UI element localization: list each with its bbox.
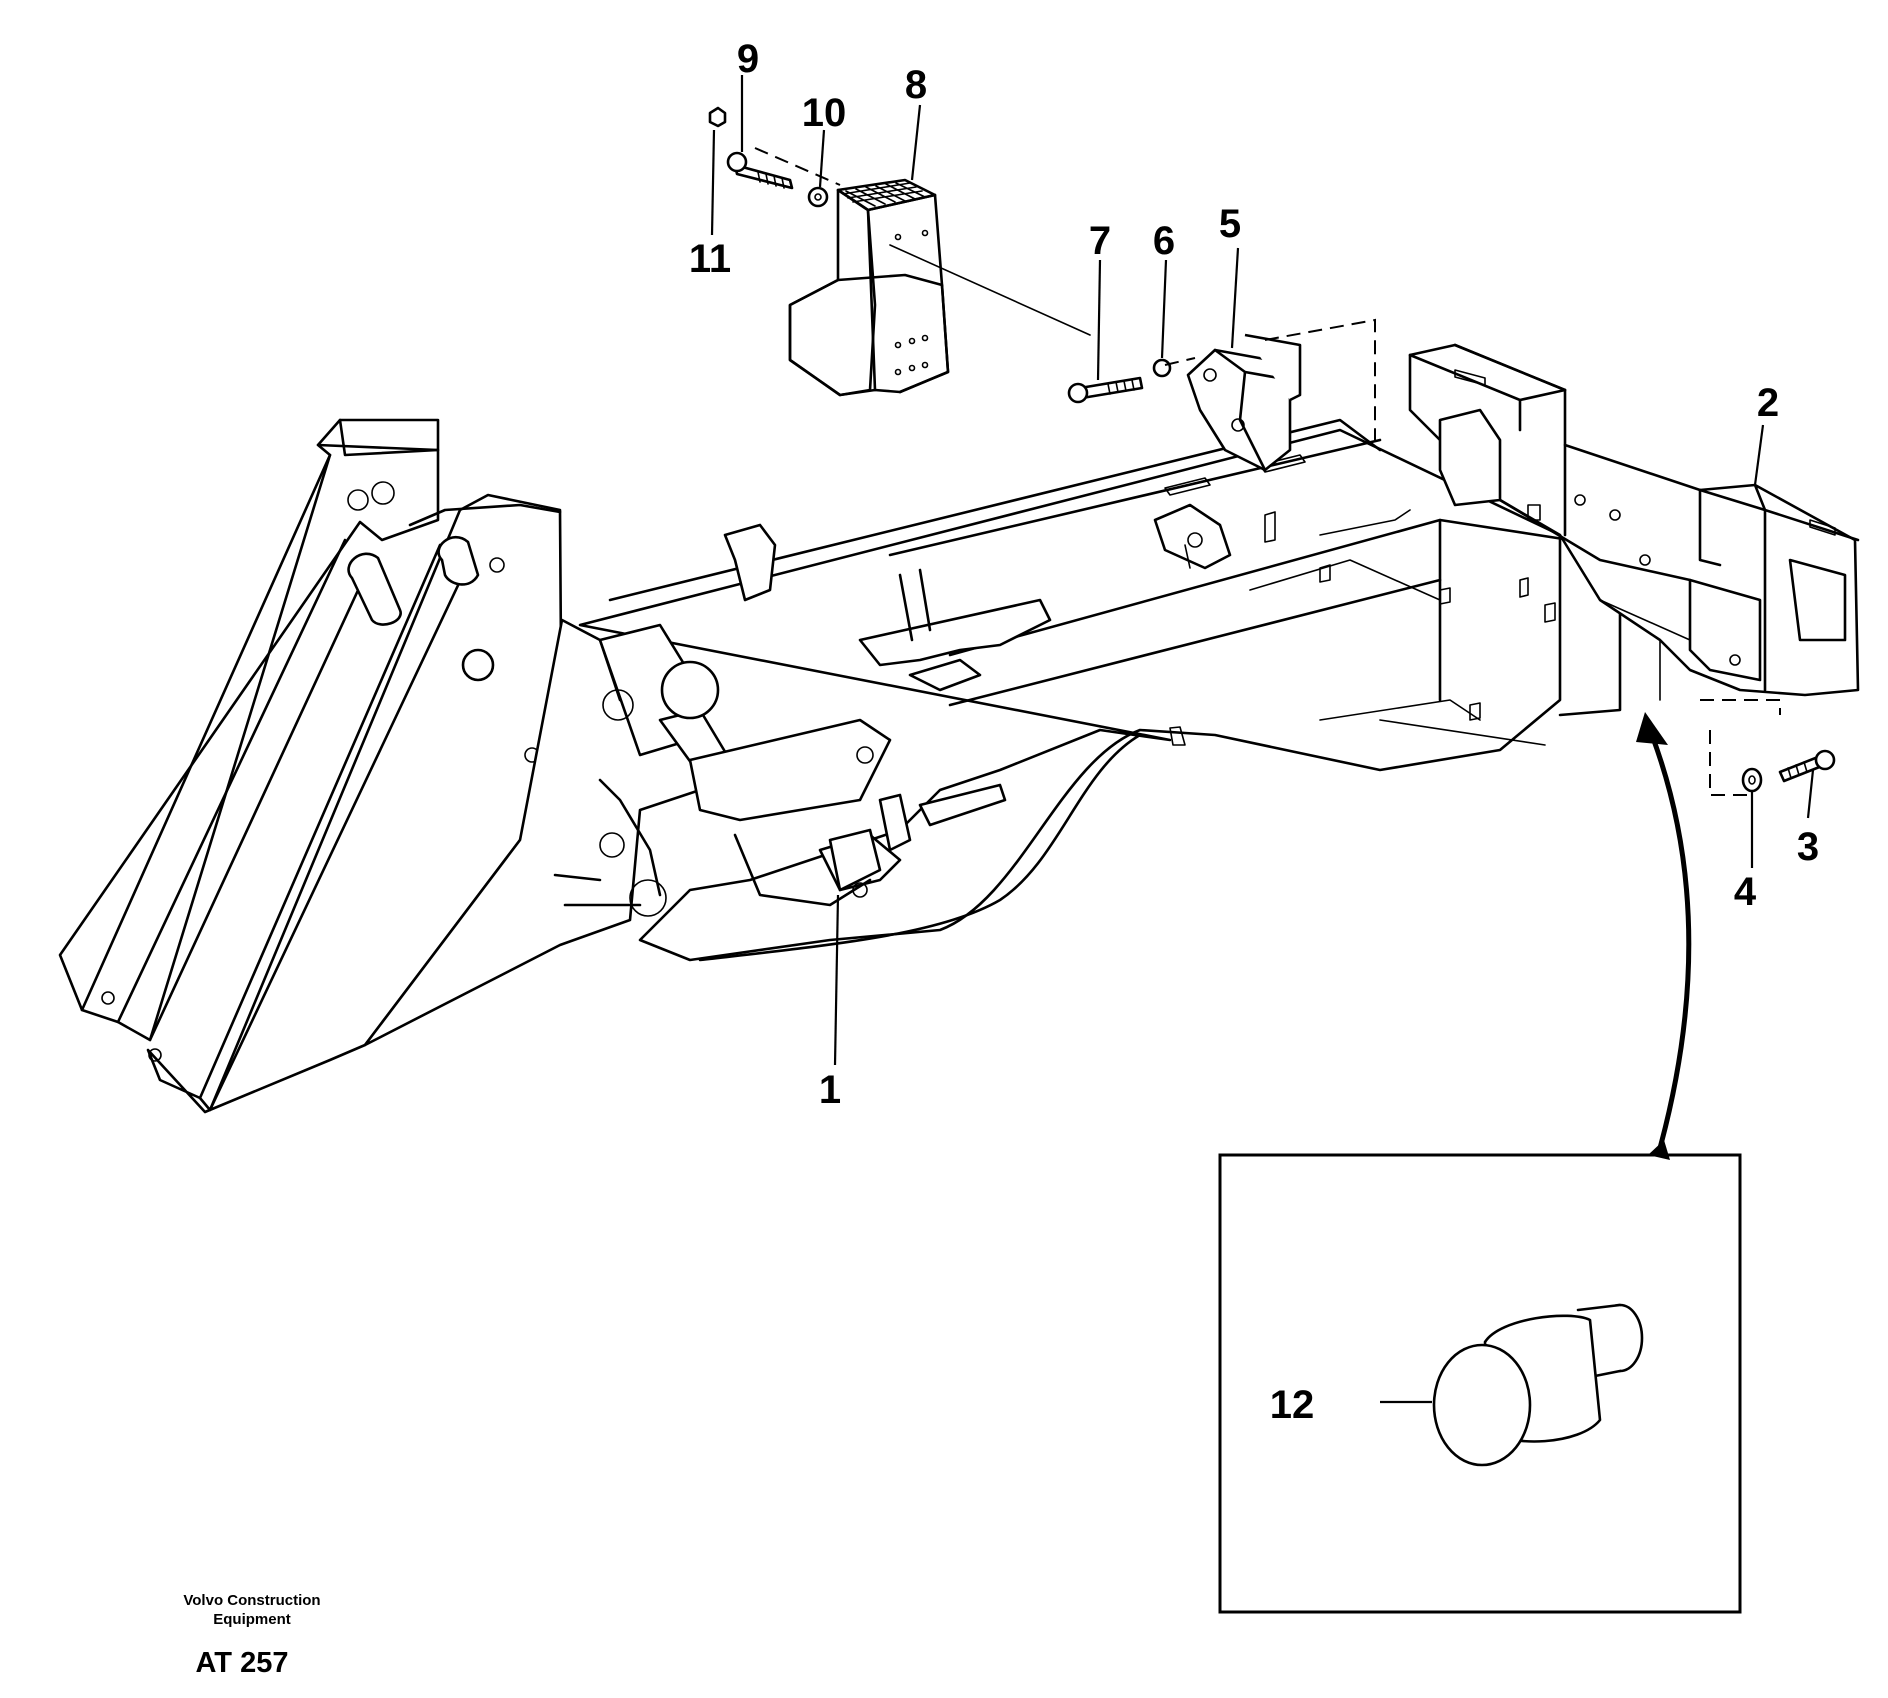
callout-11: 11 [689, 237, 731, 281]
fasteners-6-7-drawing [1067, 318, 1411, 536]
callout-8: 8 [905, 63, 927, 107]
callout-3: 3 [1797, 825, 1819, 869]
part-5-bracket-drawing [1186, 333, 1302, 472]
credit-line-2: Equipment [213, 1611, 291, 1628]
fasteners-3-4-drawing [1700, 699, 1836, 796]
callout-10: 10 [802, 91, 847, 135]
front-frame-drawing [58, 418, 1622, 1114]
footer: Volvo Construction Equipment AT 257 [183, 1592, 320, 1679]
callout-1: 1 [819, 1068, 841, 1112]
callout-9: 9 [737, 37, 759, 81]
callout-4: 4 [1734, 870, 1757, 914]
fasteners-9-10-11-drawing [708, 106, 1091, 336]
callout-2: 2 [1757, 381, 1779, 425]
leader-lines [710, 75, 1815, 1404]
callout-12: 12 [1270, 1383, 1315, 1427]
part-8-step-block-drawing [788, 178, 950, 397]
detail-inset-box [1218, 1153, 1742, 1614]
credit-line-1: Volvo Construction [183, 1592, 320, 1609]
callout-5: 5 [1219, 202, 1241, 246]
callout-labels: 1 2 3 4 5 6 7 8 9 10 11 12 [689, 37, 1819, 1427]
drawing-code: AT 257 [196, 1647, 289, 1679]
callout-6: 6 [1153, 219, 1175, 263]
part-2-counterweight-drawing [1408, 343, 1860, 701]
callout-7: 7 [1089, 219, 1111, 263]
detail-arrow [1636, 712, 1692, 1160]
